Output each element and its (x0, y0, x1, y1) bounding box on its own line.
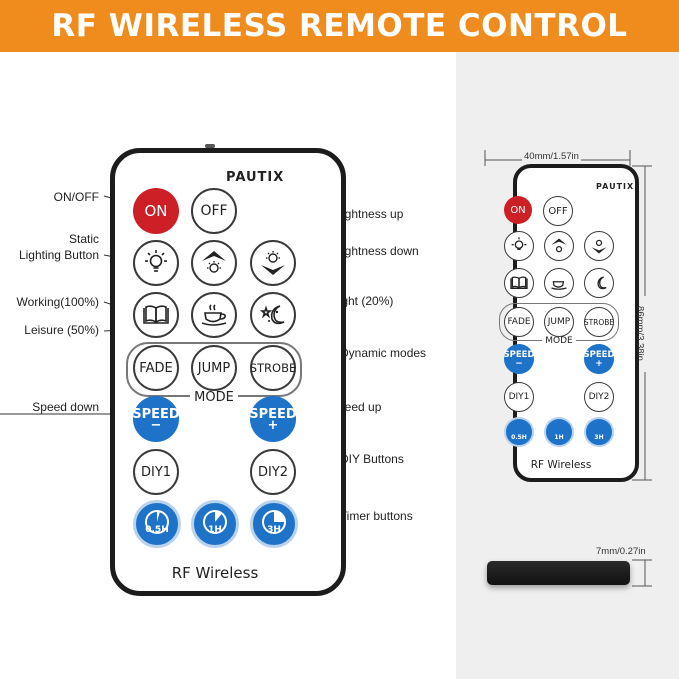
callout-leisure: Leisure (50%) (24, 323, 99, 337)
title-banner: RF WIRELESS REMOTE CONTROL (0, 0, 679, 52)
small-brand-logo: PAUTIX (596, 182, 635, 191)
small-static-lighting-button[interactable] (504, 231, 534, 261)
strobe-button[interactable]: STROBE (250, 345, 296, 391)
timer-3h-label: 3H (267, 525, 281, 535)
diy2-button[interactable]: DIY2 (250, 449, 296, 495)
callout-static-1: Static (68, 232, 99, 246)
mode-group-label: MODE (190, 390, 238, 405)
lightbulb-icon (145, 250, 167, 272)
small-speed-plus-sign: + (595, 358, 603, 369)
small-working-button[interactable] (504, 268, 534, 298)
small-timer-0-5h-button[interactable]: 0.5H (504, 417, 534, 447)
small-timer-3h-label: 3H (594, 433, 604, 441)
small-diy1-button[interactable]: DIY1 (504, 382, 534, 412)
small-on-button[interactable]: ON (504, 196, 532, 224)
small-mode-group-label: MODE (542, 336, 576, 346)
small-brightness-down-button[interactable] (584, 231, 614, 261)
brightness-down-button[interactable] (250, 240, 296, 286)
callout-on-off: ON/OFF (53, 190, 99, 204)
small-leisure-button[interactable] (544, 268, 574, 298)
small-brightness-up-icon (551, 238, 567, 253)
callout-timer-buttons: 3 Timer buttons (330, 509, 413, 523)
small-speed-minus-sign: − (515, 358, 523, 369)
small-speed-down-button[interactable]: SPEED − (503, 344, 535, 374)
thickness-dimension-label: 7mm/0.27in (596, 546, 646, 557)
callout-dynamic-modes: 3 Dynamic modes (330, 346, 427, 360)
timer-1h-button[interactable]: 1H (191, 500, 239, 548)
brightness-down-icon (261, 251, 285, 275)
small-timer-1h-label: 1H (554, 433, 564, 441)
remote-footer-label: RF Wireless (171, 564, 259, 582)
remote-side-profile (487, 561, 630, 585)
banner-title: RF WIRELESS REMOTE CONTROL (51, 8, 628, 44)
small-jump-button[interactable]: JUMP (544, 307, 574, 337)
timer-0-5h-button[interactable]: 0.5H (133, 500, 181, 548)
working-button[interactable] (133, 292, 179, 338)
width-dimension-label: 40mm/1.57in (522, 151, 581, 162)
callout-static-2: Lighting Button (18, 248, 99, 262)
brightness-up-button[interactable] (191, 240, 237, 286)
small-timer-1h-button[interactable]: 1H (544, 417, 574, 447)
brightness-up-icon (202, 251, 226, 273)
callout-diy-buttons: 2 DIY Buttons (330, 452, 404, 466)
small-diy2-button[interactable]: DIY2 (584, 382, 614, 412)
jump-button[interactable]: JUMP (191, 345, 237, 391)
small-brightness-down-icon (591, 239, 607, 254)
small-speed-up-label: SPEED (583, 349, 615, 360)
speed-plus-sign: + (267, 417, 279, 433)
coffee-cup-icon (201, 304, 227, 326)
diy1-button[interactable]: DIY1 (133, 449, 179, 495)
fade-button[interactable]: FADE (133, 345, 179, 391)
small-brightness-up-button[interactable] (544, 231, 574, 261)
small-speed-up-button[interactable]: SPEED + (583, 344, 615, 374)
small-timer-3h-button[interactable]: 3H (584, 417, 614, 447)
small-moon-stars-icon (597, 276, 607, 290)
speed-down-button[interactable]: SPEED − (132, 396, 180, 442)
callout-working: Working(100%) (16, 295, 99, 309)
leisure-button[interactable] (191, 292, 237, 338)
small-book-icon (510, 276, 528, 289)
speed-up-button[interactable]: SPEED + (249, 396, 297, 442)
small-remote-footer-label: RF Wireless (530, 459, 592, 471)
timer-three-icon (262, 510, 286, 534)
timer-3h-button[interactable]: 3H (250, 500, 298, 548)
timer-1h-label: 1H (208, 525, 222, 535)
timer-half-icon (145, 510, 169, 534)
callout-brightness-down: Brightness down (330, 244, 419, 258)
timer-one-icon (203, 510, 227, 534)
small-coffee-cup-icon (551, 281, 567, 290)
static-lighting-button[interactable] (133, 240, 179, 286)
remote-top-nub (205, 144, 215, 148)
callout-speed-down: Speed down (32, 400, 99, 414)
on-button[interactable]: ON (133, 188, 179, 234)
small-fade-button[interactable]: FADE (504, 307, 534, 337)
small-strobe-button[interactable]: STROBE (584, 307, 614, 337)
book-icon (143, 305, 169, 324)
speed-down-label: SPEED (132, 406, 180, 422)
timer-0-5h-label: 0.5H (145, 525, 169, 535)
small-speed-down-label: SPEED (503, 349, 535, 360)
brand-logo: PAUTIX (226, 170, 285, 185)
callout-brightness-up: Brightness up (330, 207, 404, 221)
height-dimension-label: 86mm/3.38in (634, 306, 646, 361)
small-night-button[interactable] (584, 268, 614, 298)
speed-minus-sign: − (150, 417, 162, 433)
speed-up-label: SPEED (249, 406, 297, 422)
night-button[interactable] (250, 292, 296, 338)
small-off-button[interactable]: OFF (543, 196, 573, 226)
moon-stars-icon (259, 305, 285, 325)
small-timer-0-5h-label: 0.5H (511, 433, 527, 441)
off-button[interactable]: OFF (191, 188, 237, 234)
small-lightbulb-icon (511, 237, 527, 250)
